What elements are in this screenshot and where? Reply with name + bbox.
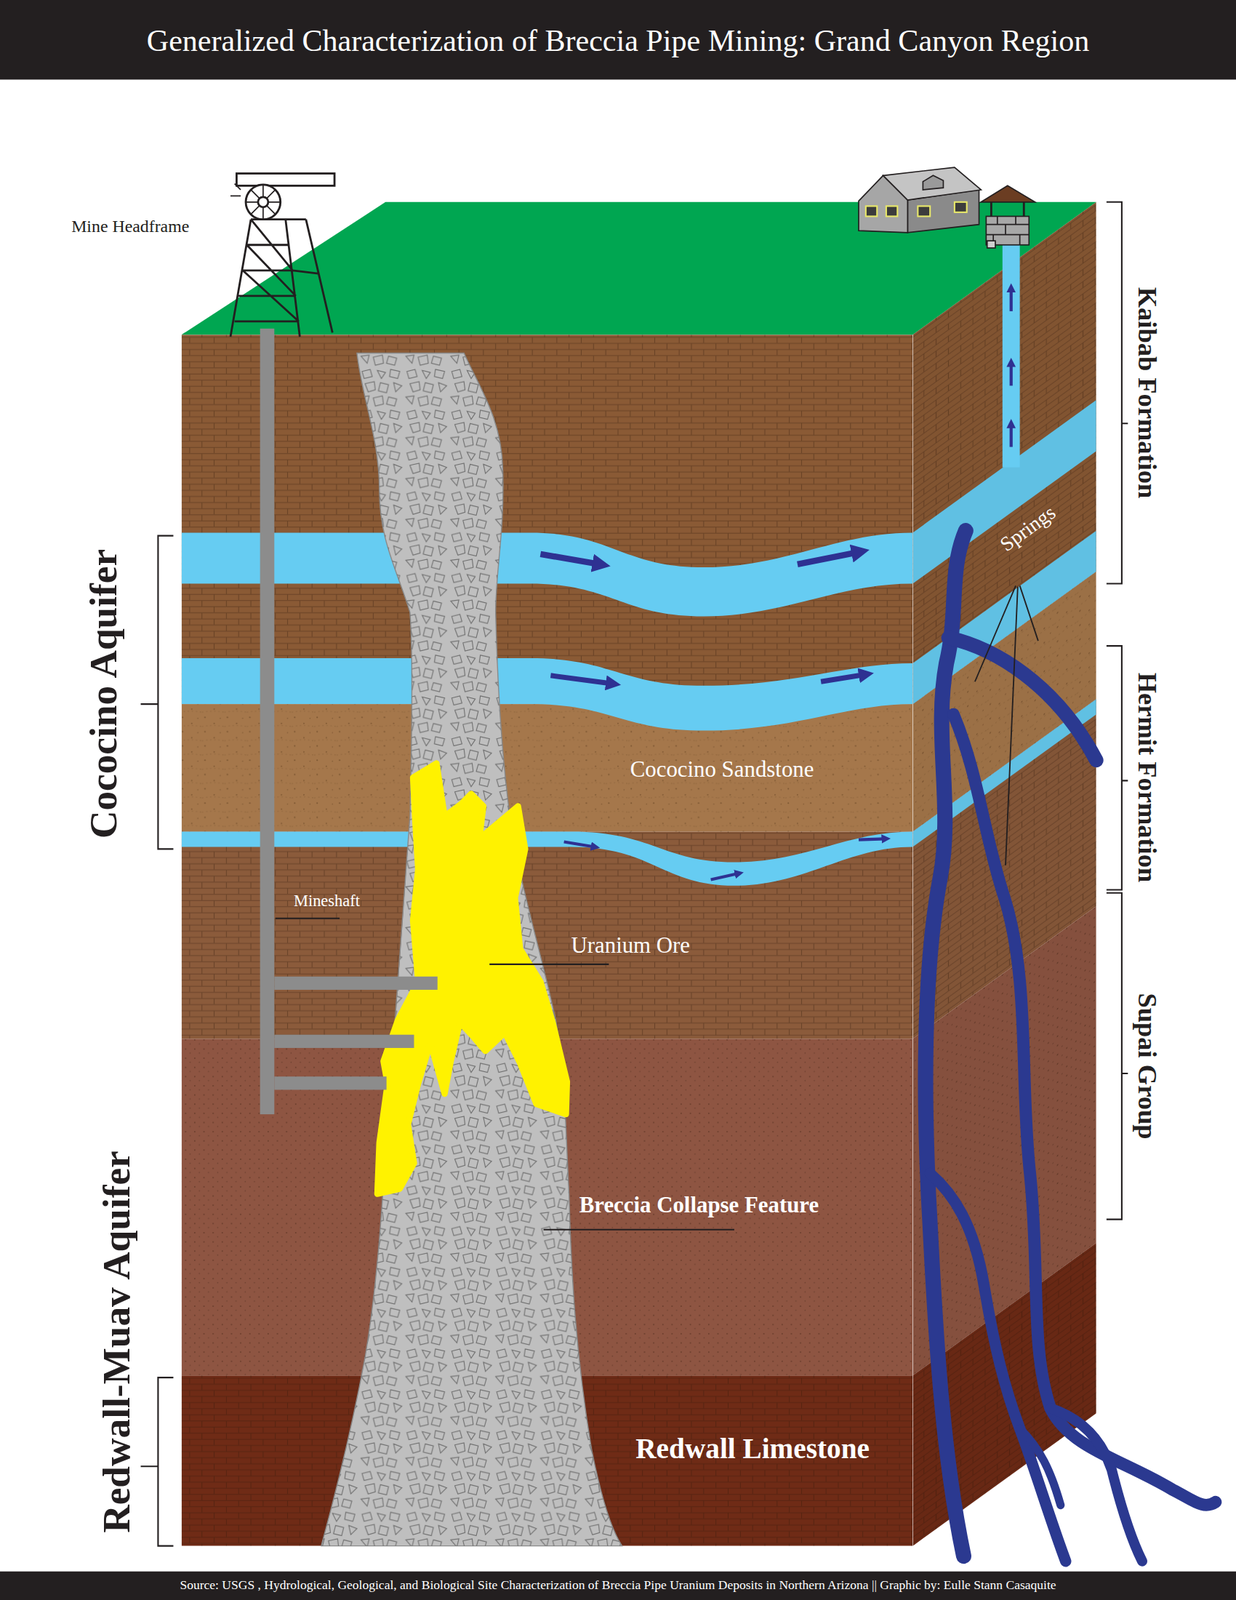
well-arrows bbox=[1009, 362, 1013, 386]
title-bar bbox=[0, 0, 1236, 80]
springs-label: Springs bbox=[996, 500, 1060, 556]
diagram-title: Generalized Characterization of Breccia … bbox=[146, 23, 1090, 58]
leader-lines bbox=[543, 1228, 735, 1231]
mine-headframe bbox=[230, 183, 241, 197]
house bbox=[922, 175, 943, 190]
springs-leader-lines bbox=[1005, 586, 1018, 866]
kaibab-layer bbox=[181, 334, 914, 704]
sandstone-texture bbox=[181, 703, 914, 832]
flow-arrows bbox=[564, 841, 595, 848]
aquifer-band bbox=[181, 532, 914, 616]
spring-channels bbox=[948, 637, 1096, 760]
spring-channels bbox=[929, 1173, 1066, 1561]
springs-leader-lines bbox=[1020, 585, 1039, 641]
spring-channels bbox=[1050, 1407, 1143, 1561]
mine-headframe bbox=[245, 184, 281, 220]
ore-label: Uranium Ore bbox=[570, 933, 690, 959]
aquifer-label: Redwall-Muav Aquifer bbox=[95, 1150, 139, 1533]
caption-bar bbox=[0, 1571, 1236, 1600]
springs-leader-lines bbox=[974, 585, 1039, 865]
mine-headframe bbox=[258, 197, 269, 208]
formation-label: Supai Group bbox=[1132, 993, 1162, 1140]
flow-arrows bbox=[540, 554, 600, 565]
flow-arrows bbox=[540, 551, 885, 880]
well-water-column bbox=[1002, 240, 1021, 467]
brackets bbox=[1106, 645, 1128, 890]
front-face bbox=[181, 334, 914, 1545]
flow-arrows bbox=[797, 551, 859, 565]
aquifer-label: Cococino Aquifer bbox=[82, 548, 126, 839]
house bbox=[858, 167, 981, 233]
mine-shaft bbox=[274, 1076, 387, 1090]
mine-shaft bbox=[274, 976, 437, 990]
mine-headframe bbox=[230, 219, 333, 337]
mine-shaft bbox=[260, 328, 438, 1114]
mine-shaft bbox=[260, 328, 275, 1114]
flow-arrows bbox=[820, 673, 865, 682]
layer-label: Cococino Sandstone bbox=[630, 757, 815, 783]
flow-arrows bbox=[711, 873, 739, 880]
house bbox=[886, 205, 898, 216]
house bbox=[883, 167, 982, 200]
brackets bbox=[141, 535, 174, 850]
spring-channels bbox=[1020, 1427, 1061, 1505]
mineshaft-label: Mineshaft bbox=[293, 892, 360, 911]
brackets bbox=[1106, 892, 1128, 1220]
spring-channels bbox=[925, 530, 1216, 1561]
well-arrows bbox=[1009, 424, 1013, 448]
water-well bbox=[980, 185, 1035, 202]
mine-headframe bbox=[245, 184, 281, 220]
kaibab-texture bbox=[181, 334, 914, 704]
house bbox=[865, 205, 877, 216]
well-arrows bbox=[1009, 288, 1013, 312]
source-caption: Source: USGS , Hydrological, Geological,… bbox=[179, 1578, 1056, 1593]
brackets bbox=[1106, 202, 1128, 584]
house bbox=[917, 205, 930, 216]
springs-leader-lines bbox=[974, 585, 1016, 682]
leader-lines bbox=[275, 917, 340, 920]
well-arrows bbox=[1009, 288, 1013, 447]
house bbox=[954, 202, 967, 213]
headframe-label: Mine Headframe bbox=[71, 216, 190, 236]
mine-headframe bbox=[230, 173, 335, 337]
layer-label: Redwall Limestone bbox=[635, 1433, 870, 1465]
mine-shaft bbox=[274, 1034, 414, 1048]
spring-channels bbox=[953, 713, 1215, 1505]
formation-label: Hermit Formation bbox=[1132, 672, 1162, 883]
formation-label: Kaibab Formation bbox=[1132, 287, 1162, 499]
water-well bbox=[980, 185, 1035, 248]
water-well bbox=[987, 240, 996, 248]
mine-headframe bbox=[236, 173, 335, 187]
flow-arrows bbox=[550, 675, 612, 684]
aquifer-band bbox=[181, 657, 914, 731]
flow-arrows bbox=[858, 838, 885, 840]
spring-channels bbox=[925, 530, 966, 1556]
sandstone-layer bbox=[181, 703, 914, 832]
brackets bbox=[141, 1377, 174, 1546]
leader-lines bbox=[489, 963, 609, 965]
leader-lines bbox=[275, 918, 735, 1230]
aquifer-band bbox=[181, 831, 914, 885]
brackets bbox=[141, 202, 1129, 1546]
pipe-label: Breccia Collapse Feature bbox=[579, 1193, 820, 1218]
